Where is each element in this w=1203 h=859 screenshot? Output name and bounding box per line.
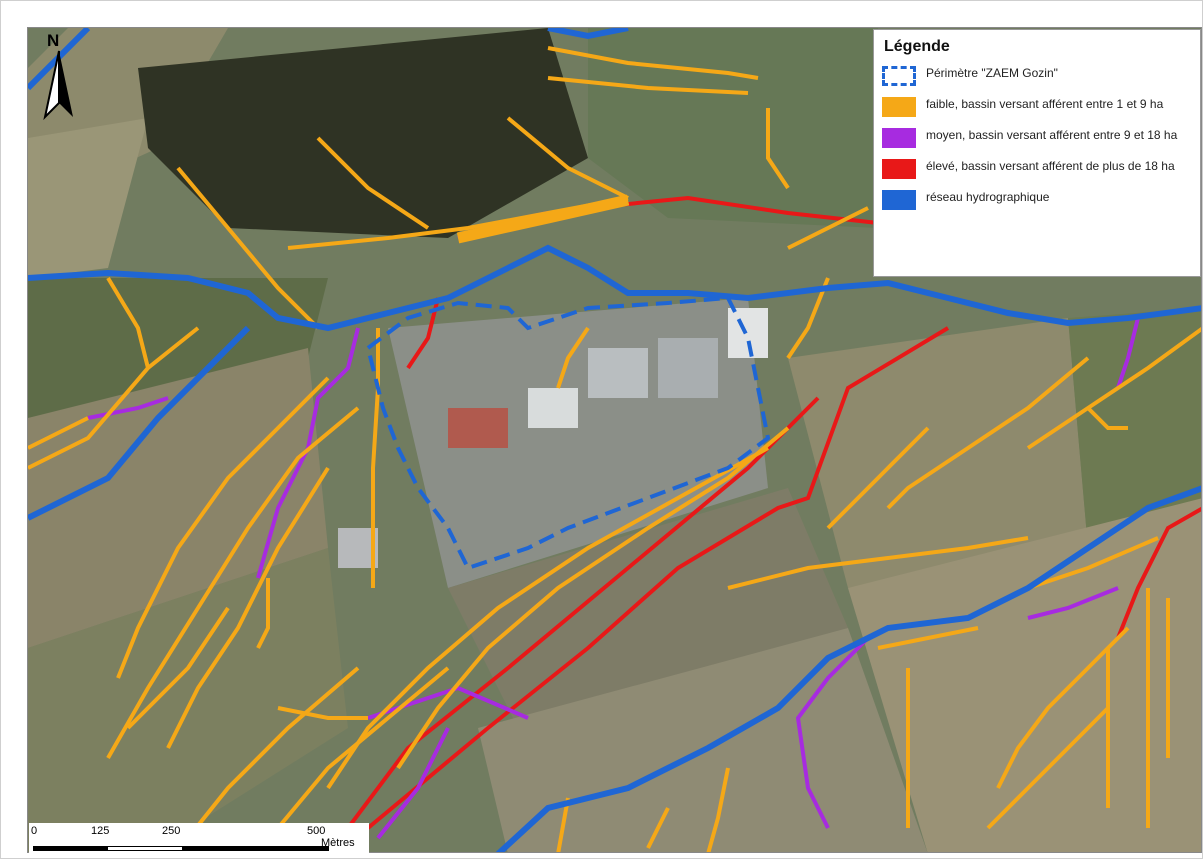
legend-label: Périmètre "ZAEM Gozin" bbox=[926, 66, 1058, 80]
scale-segment bbox=[108, 847, 182, 850]
field bbox=[28, 118, 148, 278]
scale-tick-0: 0 bbox=[31, 825, 38, 837]
building bbox=[528, 388, 578, 428]
scale-tick-250: 250 bbox=[162, 825, 181, 837]
flow-lines-low bbox=[28, 46, 1201, 852]
legend-item-perimeter: Périmètre "ZAEM Gozin" bbox=[882, 66, 1192, 86]
aerial-map[interactable] bbox=[28, 28, 1202, 853]
zaem-gozin-perimeter bbox=[365, 295, 771, 571]
legend-label: élevé, bassin versant afférent de plus d… bbox=[926, 159, 1175, 173]
scale-segment bbox=[182, 847, 328, 850]
map-legend: Légende Périmètre "ZAEM Gozin" faible, b… bbox=[873, 29, 1201, 277]
building bbox=[448, 408, 508, 448]
scale-tick-500: 500 bbox=[307, 825, 326, 837]
field bbox=[1068, 308, 1201, 548]
scale-tick-125: 125 bbox=[91, 825, 110, 837]
legend-item-hydro: réseau hydrographique bbox=[882, 190, 1192, 210]
north-arrow-icon bbox=[43, 50, 73, 121]
field bbox=[448, 488, 848, 748]
forest bbox=[138, 28, 588, 238]
scale-unit: Mètres bbox=[321, 837, 355, 849]
scale-segment bbox=[34, 847, 108, 850]
legend-swatch-high bbox=[882, 159, 916, 179]
north-label: N bbox=[47, 31, 60, 50]
legend-swatch-hydro bbox=[882, 190, 916, 210]
flow-line-accumulation bbox=[456, 194, 630, 244]
field bbox=[28, 278, 328, 418]
legend-swatch-medium bbox=[882, 128, 916, 148]
legend-item-high: élevé, bassin versant afférent de plus d… bbox=[882, 159, 1192, 179]
legend-item-low: faible, bassin versant afférent entre 1 … bbox=[882, 97, 1192, 117]
building bbox=[728, 308, 768, 358]
building bbox=[588, 348, 648, 398]
scale-track bbox=[33, 846, 329, 851]
legend-swatch-low bbox=[882, 97, 916, 117]
field bbox=[848, 498, 1201, 852]
legend-label: réseau hydrographique bbox=[926, 190, 1050, 204]
scale-bar: 0 125 250 500 Mètres bbox=[29, 823, 369, 853]
legend-item-medium: moyen, bassin versant afférent entre 9 e… bbox=[882, 128, 1192, 148]
legend-label: moyen, bassin versant afférent entre 9 e… bbox=[926, 128, 1178, 142]
legend-swatch-perimeter bbox=[882, 66, 916, 86]
field bbox=[588, 28, 878, 228]
building bbox=[658, 338, 718, 398]
field bbox=[788, 318, 1088, 588]
legend-label: faible, bassin versant afférent entre 1 … bbox=[926, 97, 1164, 111]
legend-title: Légende bbox=[884, 38, 950, 55]
